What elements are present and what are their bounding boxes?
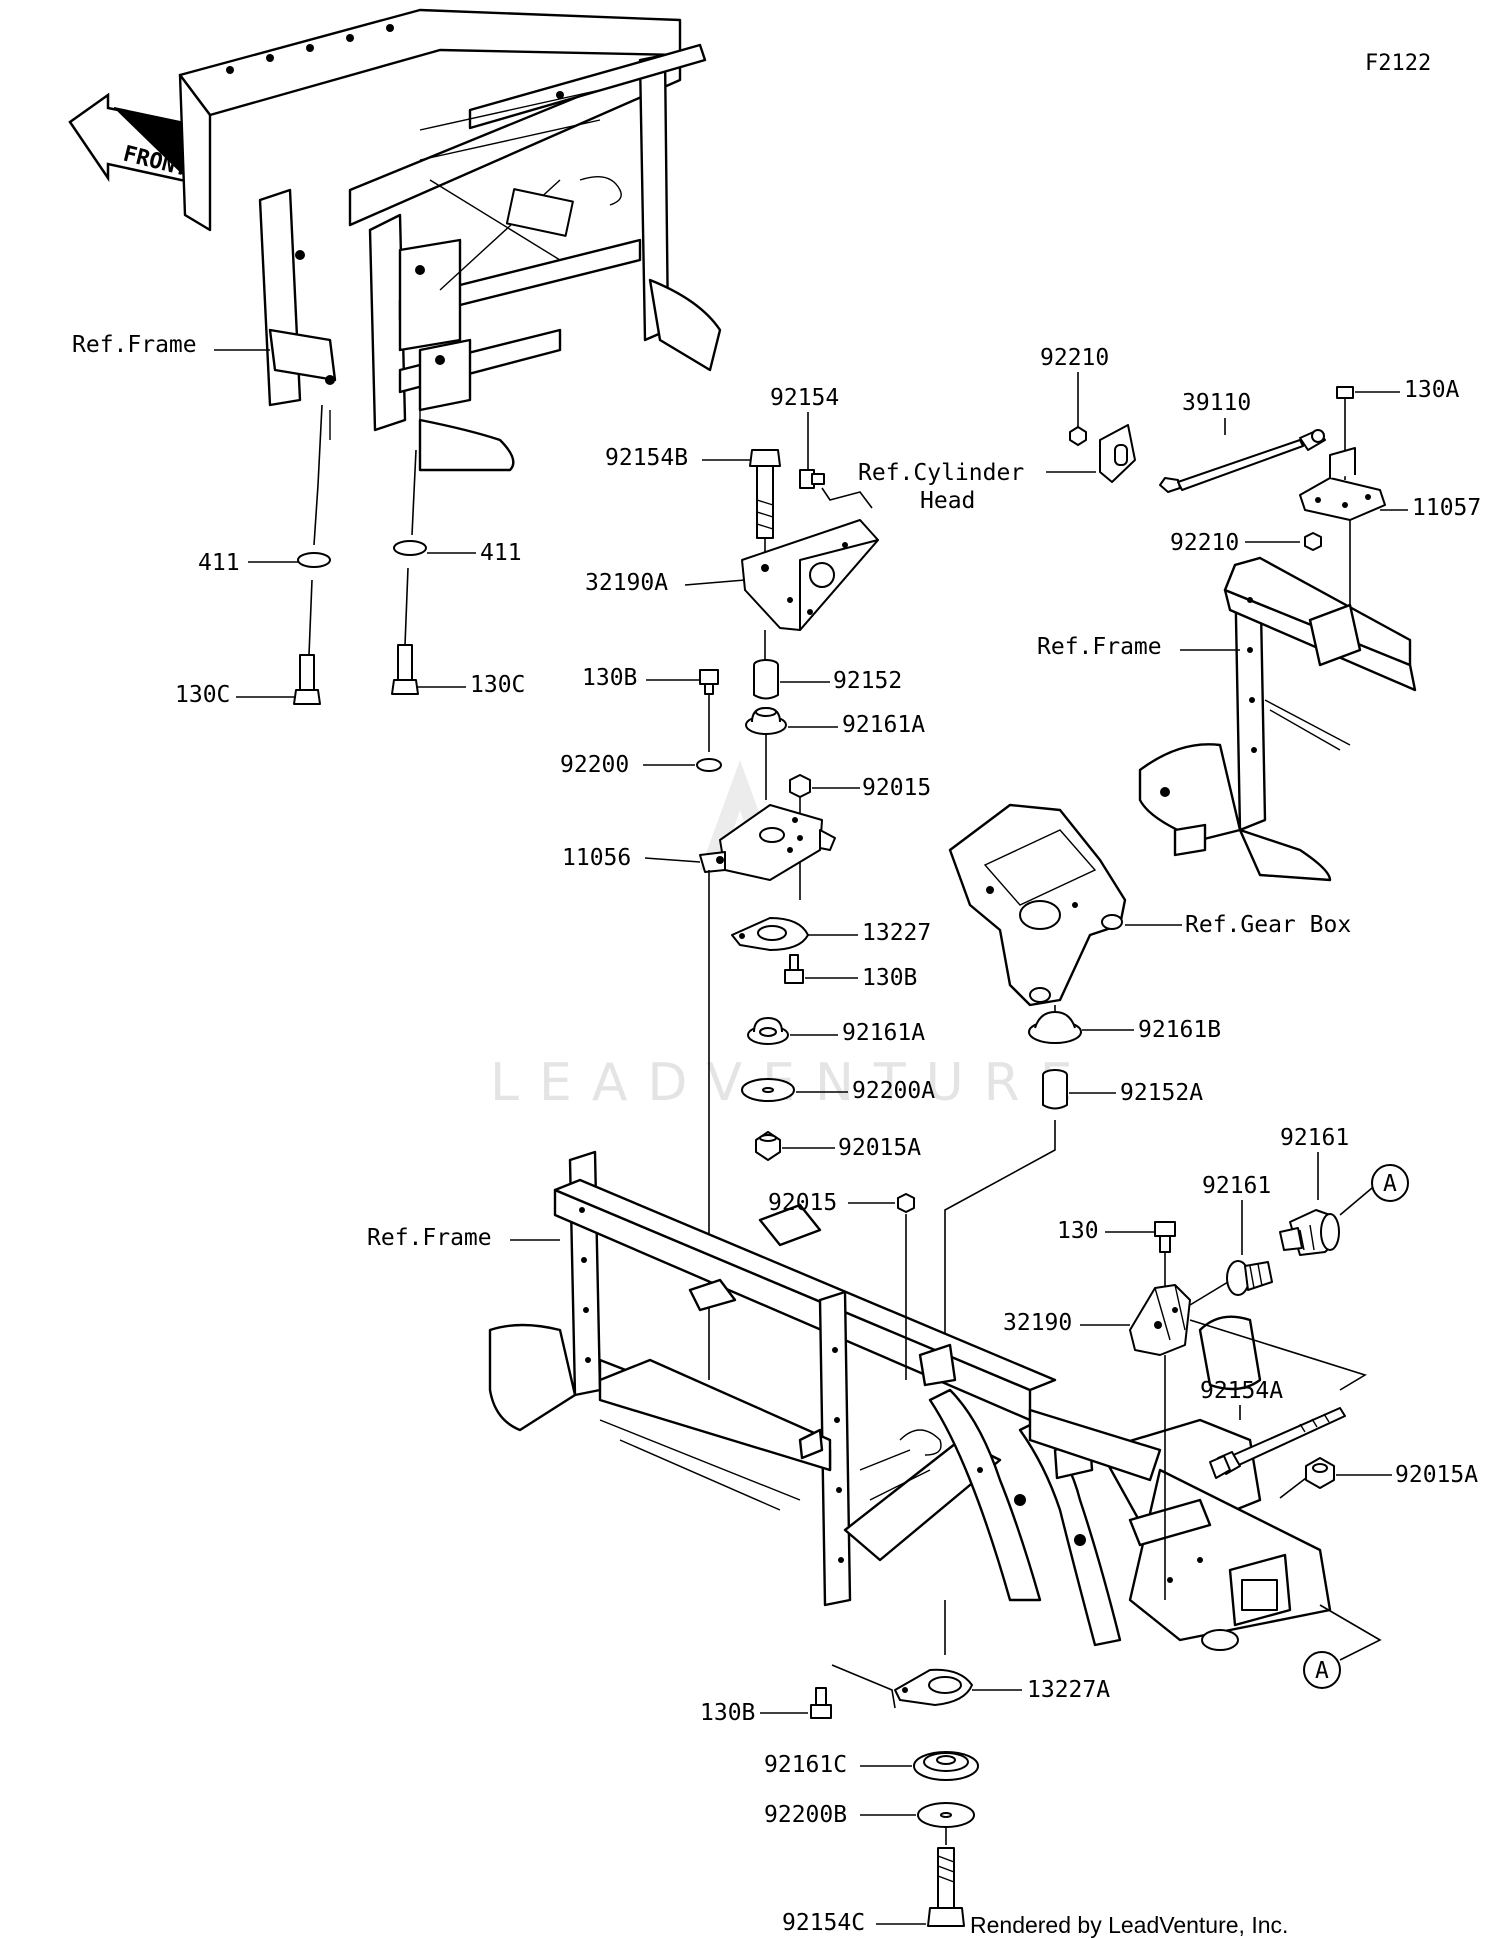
nut-92210-top <box>1069 426 1087 446</box>
label-39110: 39110 <box>1182 390 1251 416</box>
label-92154c: 92154C <box>782 1910 865 1936</box>
label-130a: 130A <box>1404 377 1460 403</box>
bolt-130c-left <box>293 654 321 705</box>
right-frame-illustration <box>1138 556 1417 882</box>
ref-cylinder-head-bracket <box>1099 424 1136 483</box>
nut-92210-bot <box>1304 532 1322 551</box>
rod-39110 <box>1159 429 1326 493</box>
label-92200a: 92200A <box>852 1078 935 1104</box>
label-92161a-top: 92161A <box>842 712 925 738</box>
label-92154b: 92154B <box>605 445 688 471</box>
callout-a-top <box>1371 1164 1409 1202</box>
label-92015a-right: 92015A <box>1395 1462 1478 1488</box>
credit-text: Rendered by LeadVenture, Inc. <box>970 1912 1288 1938</box>
label-130c-left: 130C <box>175 682 230 708</box>
damper-92161c <box>913 1751 979 1781</box>
label-ref-cylinder-1: Ref.Cylinder <box>858 460 1024 486</box>
label-13227a: 13227A <box>1027 1677 1110 1703</box>
label-411-left: 411 <box>198 550 240 576</box>
label-130b-mid: 130B <box>862 965 917 991</box>
watermark-text: LEADVENTURE <box>490 1053 1093 1113</box>
damper-92161-left <box>1226 1260 1273 1296</box>
label-92154a: 92154A <box>1200 1378 1283 1404</box>
collar-92152a <box>1042 1069 1068 1110</box>
bolt-92154 <box>799 469 825 489</box>
label-11057: 11057 <box>1412 495 1481 521</box>
retainer-13227a <box>894 1668 973 1706</box>
label-92161-right: 92161 <box>1280 1125 1349 1151</box>
label-92015a-mid: 92015A <box>838 1135 921 1161</box>
label-92152: 92152 <box>833 668 902 694</box>
nut-92015a-right <box>1305 1457 1335 1489</box>
bolt-92154b <box>749 449 781 539</box>
upper-frame-illustration <box>178 8 722 472</box>
washer-411-right <box>393 540 427 556</box>
collar-92152 <box>753 659 779 700</box>
label-92015-low: 92015 <box>768 1190 837 1216</box>
retainer-13227 <box>731 917 809 951</box>
washer-92200a <box>741 1078 795 1102</box>
label-92210-top: 92210 <box>1040 345 1109 371</box>
damper-92161a-top <box>745 707 787 735</box>
label-130: 130 <box>1057 1218 1099 1244</box>
label-32190a: 32190A <box>585 570 668 596</box>
label-92161c: 92161C <box>764 1752 847 1778</box>
washer-92200 <box>696 758 722 772</box>
label-92152a: 92152A <box>1120 1080 1203 1106</box>
damper-92161a-mid <box>747 1017 789 1045</box>
label-92161a-mid: 92161A <box>842 1020 925 1046</box>
label-13227: 13227 <box>862 920 931 946</box>
label-ref-cylinder-2: Head <box>920 488 975 514</box>
front-arrow-icon: FRONT <box>68 92 197 191</box>
label-92200: 92200 <box>560 752 629 778</box>
washer-92200b <box>917 1802 975 1828</box>
bolt-130 <box>1154 1221 1176 1253</box>
label-ref-gear-box: Ref.Gear Box <box>1185 912 1351 938</box>
label-11056: 11056 <box>562 845 631 871</box>
bolt-92154c <box>927 1847 965 1927</box>
gear-box-illustration <box>948 803 1127 1007</box>
callout-a-bottom <box>1303 1651 1341 1689</box>
label-130c-right: 130C <box>470 672 525 698</box>
bolt-130c-right <box>391 644 419 695</box>
bracket-32190 <box>1129 1284 1191 1356</box>
label-92154: 92154 <box>770 385 839 411</box>
callout-a-bottom-letter: A <box>1315 1658 1329 1684</box>
label-130b-top: 130B <box>582 665 637 691</box>
label-130b-bottom: 130B <box>700 1700 755 1726</box>
nut-92015a-mid <box>755 1131 781 1161</box>
damper-92161b <box>1028 1011 1082 1044</box>
label-ref-frame-top: Ref.Frame <box>72 332 197 358</box>
label-411-right: 411 <box>480 540 522 566</box>
label-92210-bot: 92210 <box>1170 530 1239 556</box>
nut-92015-top <box>789 774 811 798</box>
bolt-130b-top <box>699 669 719 695</box>
bolt-92154a <box>1209 1407 1346 1479</box>
label-92161b: 92161B <box>1138 1017 1221 1043</box>
label-32190: 32190 <box>1003 1310 1072 1336</box>
bracket-11056 <box>699 804 836 881</box>
bolt-130b-mid <box>784 954 804 984</box>
bracket-32190a <box>741 519 879 631</box>
label-ref-frame-right: Ref.Frame <box>1037 634 1162 660</box>
callout-a-top-letter: A <box>1383 1171 1397 1197</box>
washer-411-left <box>297 552 331 568</box>
figure-code: F2122 <box>1365 51 1431 76</box>
label-92015-top: 92015 <box>862 775 931 801</box>
main-frame-illustration <box>488 1150 1332 1651</box>
label-92161-left: 92161 <box>1202 1173 1271 1199</box>
nut-92015-low <box>897 1193 915 1213</box>
label-92200b: 92200B <box>764 1802 847 1828</box>
damper-92161-right <box>1279 1209 1340 1256</box>
label-ref-frame-bottom: Ref.Frame <box>367 1225 492 1251</box>
bracket-11057 <box>1299 447 1386 521</box>
bolt-130a <box>1336 386 1354 399</box>
bolt-130b-bottom <box>810 1687 832 1719</box>
